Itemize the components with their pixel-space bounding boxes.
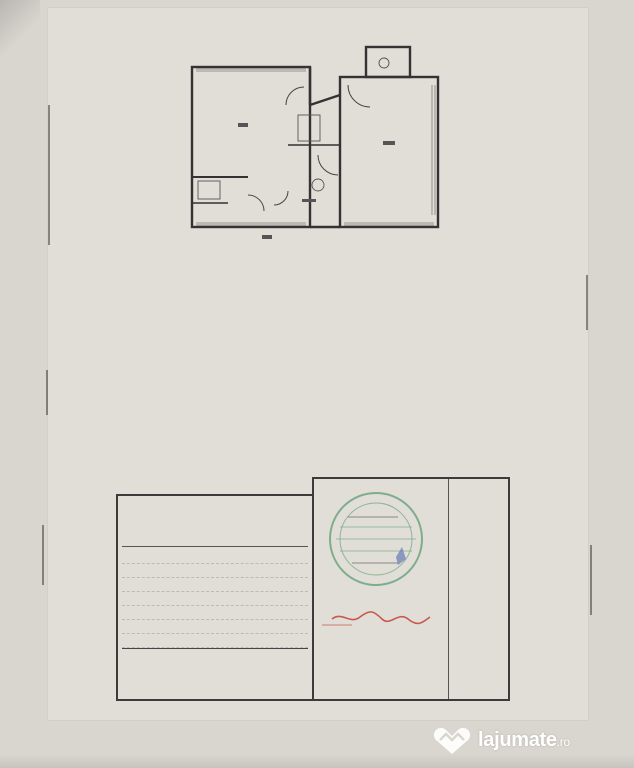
table-row [122, 578, 308, 592]
hallway-walls [308, 67, 341, 107]
bottom-shadow [0, 754, 634, 768]
page-left-edge [46, 370, 48, 415]
signature-graphic [322, 611, 431, 626]
entry-label-mark [262, 235, 272, 239]
stamp-graphic [329, 492, 423, 586]
table-rows [122, 550, 308, 648]
title-block [116, 477, 510, 701]
certification-box [312, 477, 510, 701]
certification-side-panel [448, 479, 508, 699]
heart-zigzag [439, 732, 465, 742]
certification-panel [314, 479, 449, 699]
stamp-outer-ring [329, 492, 423, 586]
page-corner-shadow [0, 0, 40, 60]
wall-hatching [431, 85, 436, 215]
table-row [122, 592, 308, 606]
floor-plan-drawing [188, 45, 444, 245]
total-row [122, 648, 308, 661]
signature [318, 601, 444, 631]
table-row [122, 606, 308, 620]
room-label-mark [238, 123, 248, 127]
table-row [122, 564, 308, 578]
stamp-text-lines [336, 526, 416, 552]
stamp-writing [348, 516, 398, 564]
wall-hatching [196, 68, 306, 72]
door-swing [285, 86, 305, 106]
wall-hatching [344, 222, 434, 226]
heart-logo-icon [430, 728, 474, 756]
signature-stroke [331, 611, 431, 625]
living-room-walls [190, 65, 312, 229]
door-swing [273, 190, 289, 206]
floor-plan-svg [190, 45, 440, 239]
page-right-edge [590, 545, 592, 615]
lajumate-watermark: lajumate.ro [430, 724, 622, 760]
table-row [122, 550, 308, 564]
table-header [122, 524, 308, 547]
table-row [122, 634, 308, 648]
watermark-text: lajumate.ro [478, 729, 570, 752]
heart-logo-svg [433, 728, 471, 754]
door-swing [247, 194, 265, 212]
room-label-mark [302, 199, 316, 202]
official-stamp [318, 487, 436, 597]
room-label-mark [383, 141, 395, 145]
watermark-tld: .ro [556, 735, 570, 749]
page-left-edge [42, 525, 44, 585]
wall-hatching [196, 222, 306, 226]
balcony-walls [364, 45, 412, 79]
area-table [116, 494, 312, 701]
door-swing [317, 154, 339, 176]
stamp-emblem [396, 547, 406, 565]
page-right-edge [586, 275, 588, 330]
document-page [48, 8, 588, 720]
sink [311, 178, 325, 192]
table-row [122, 620, 308, 634]
bathtub [297, 114, 321, 142]
bedroom-walls [338, 75, 440, 229]
balcony-fixture [378, 57, 390, 69]
stove [197, 180, 221, 200]
watermark-brand: lajumate [478, 729, 557, 751]
page-left-edge [48, 105, 50, 245]
door-swing [347, 84, 371, 108]
